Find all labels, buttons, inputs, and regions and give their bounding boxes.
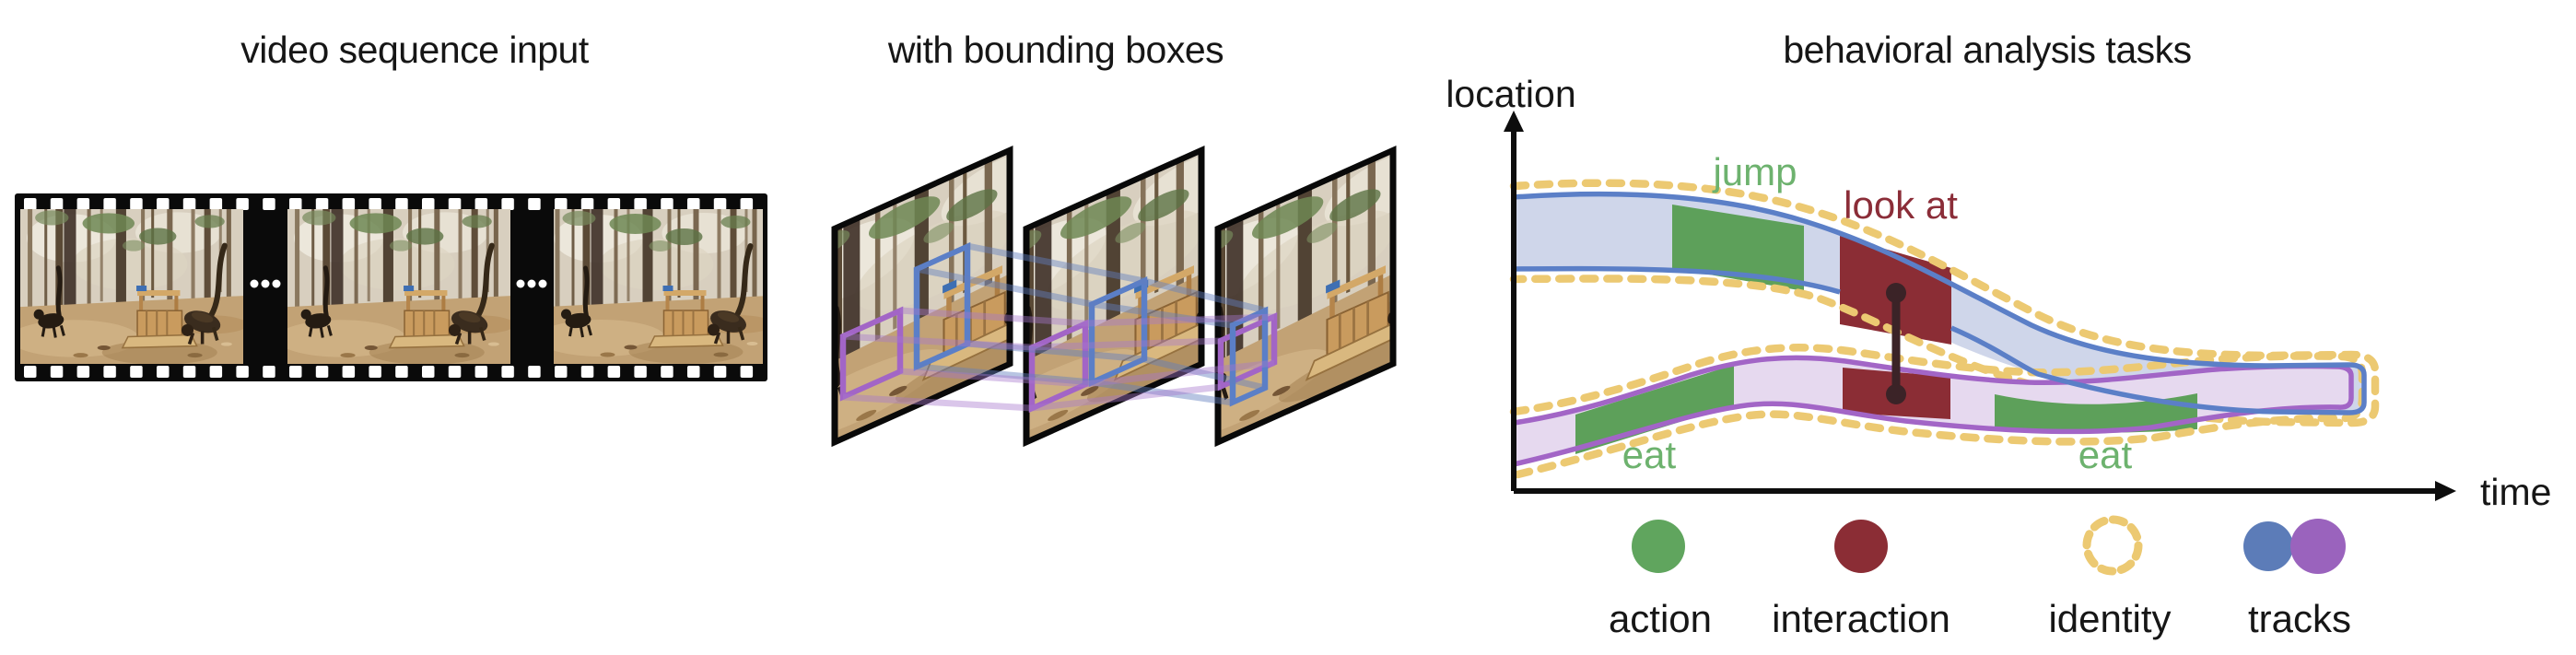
panel-video-input: video sequence input [9,29,774,381]
blue-bounding-box [1229,306,1269,407]
legend-label-interaction: interaction [1772,597,1950,640]
ellipsis-dots [516,279,547,288]
panel-title-behavior: behavioral analysis tasks [1783,29,2191,71]
legend-label-action: action [1609,597,1712,640]
track-band-blue-edge [1513,265,1841,295]
y-axis [1504,111,1524,491]
panel-behavior: behavioral analysis tasks [1446,29,2551,640]
video-frame-border [1023,145,1205,448]
blue-bounding-box [913,241,971,371]
annotation-eat-first: eat [1622,433,1677,476]
legend-item-action: action [1609,520,1712,640]
panel-title-bounding-boxes: with bounding boxes [887,29,1224,71]
annotation-jump: jump [1711,150,1797,193]
action-segment-eat-first [1575,365,1734,454]
annotation-eat-second: eat [2078,433,2133,476]
film-frame-photo [9,208,248,364]
legend-label-tracks: tracks [2248,597,2351,640]
panel-title-video-input: video sequence input [240,29,590,71]
film-strip [9,193,774,381]
legend-label-identity: identity [2048,597,2171,640]
film-frame-photo [276,208,515,364]
x-axis-arrowhead [2435,481,2456,501]
video-frame-1 [831,145,1013,448]
film-sprocket-row-top [24,198,759,210]
purple-bounding-box [839,306,904,402]
action-segment-eat-second [1995,393,2197,433]
video-frame-3 [1214,145,1397,448]
legend-item-identity: identity [2048,515,2172,640]
y-axis-arrowhead [1504,111,1524,132]
interaction-icon [1834,520,1888,573]
ellipsis-dots [250,279,281,288]
blue-bounding-box [1088,276,1148,387]
x-axis [1514,481,2456,501]
video-frame-2 [1023,145,1205,448]
legend: action interaction identity tracks [1609,515,2351,640]
annotation-look-at: look at [1844,183,1958,227]
track-band-purple-edge [1513,355,2354,467]
y-axis-label: location [1446,73,1575,115]
interaction-link [1886,283,1906,404]
film-frame-photo [537,209,774,364]
track-link-lines-blue [916,242,1266,406]
identity-outline-purple [1509,344,2367,480]
film-sprocket-row-bottom [24,366,759,378]
video-frame-border [831,145,1013,448]
track-band-blue-edge-top [1513,191,2367,415]
tracks-icon-blue [2243,521,2293,571]
purple-bounding-box [1217,312,1278,392]
legend-item-interaction: interaction [1772,520,1950,640]
action-icon [1632,520,1685,573]
identity-icon [2082,515,2143,576]
track-link-lines-purple [842,307,1275,412]
x-axis-label: time [2480,471,2551,513]
tracks-icon-purple [2290,519,2346,574]
video-frame-border [1214,145,1397,448]
identity-outline-blue [1509,179,2380,427]
panel-bounding-boxes: with bounding boxes [831,29,1397,448]
purple-bounding-box [1028,319,1089,414]
legend-item-tracks: tracks [2243,519,2351,640]
